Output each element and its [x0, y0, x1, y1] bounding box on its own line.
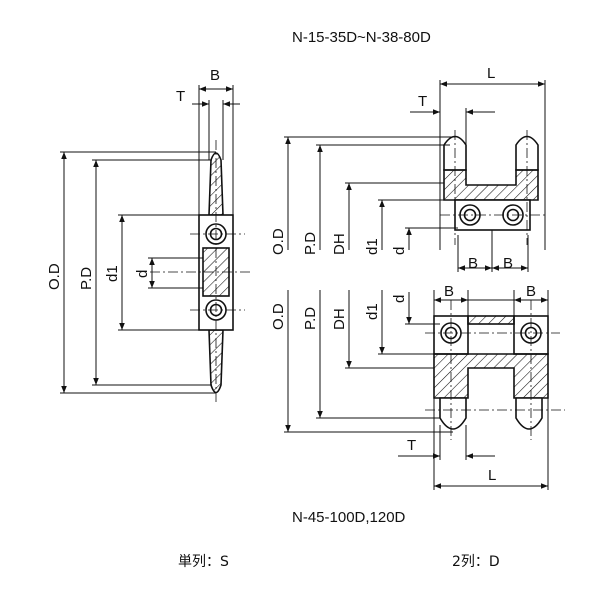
title-bottom: N-45-100D,120D [292, 509, 406, 526]
label-od-single: O.D [46, 263, 63, 290]
label-od-small: O.D [270, 228, 287, 255]
label-d-single: d [134, 270, 151, 278]
lower-tooth-right [515, 397, 543, 430]
label-t-single: T [176, 88, 185, 105]
label-l-large: L [488, 467, 496, 484]
lower-tooth-left [439, 397, 467, 430]
caption-single-row: 単列：S [178, 554, 229, 570]
label-b1-small: B [468, 255, 478, 272]
caption-double-row: 2列：D [452, 554, 500, 570]
label-t-small: T [418, 93, 427, 110]
single-sprocket-view: B T O.D P.D d1 d [46, 67, 250, 405]
bolt-web [467, 315, 515, 325]
label-dh-large: DH [331, 308, 348, 330]
label-pd-single: P.D [78, 267, 95, 290]
label-b2-large: B [526, 283, 536, 300]
label-dh-small: DH [331, 233, 348, 255]
label-d-small: d [391, 247, 408, 255]
label-pd-large: P.D [302, 307, 319, 330]
label-l-small: L [487, 65, 495, 82]
label-d1-large: d1 [364, 303, 381, 320]
double-sprocket-view-large: O.D P.D DH d1 d B B T L [270, 283, 565, 490]
title-top: N-15-35D~N-38-80D [292, 29, 431, 46]
label-b-single: B [210, 67, 220, 84]
label-d1-single: d1 [104, 265, 121, 282]
label-t-large: T [407, 437, 416, 454]
label-b2-small: B [503, 255, 513, 272]
label-od-large: O.D [270, 303, 287, 330]
label-d-large: d [391, 295, 408, 303]
label-pd-small: P.D [302, 232, 319, 255]
label-b1-large: B [444, 283, 454, 300]
double-sprocket-view-small: L T O.D P.D DH d1 d B B [270, 65, 546, 272]
hub-section [443, 169, 539, 201]
label-d1-small: d1 [364, 238, 381, 255]
